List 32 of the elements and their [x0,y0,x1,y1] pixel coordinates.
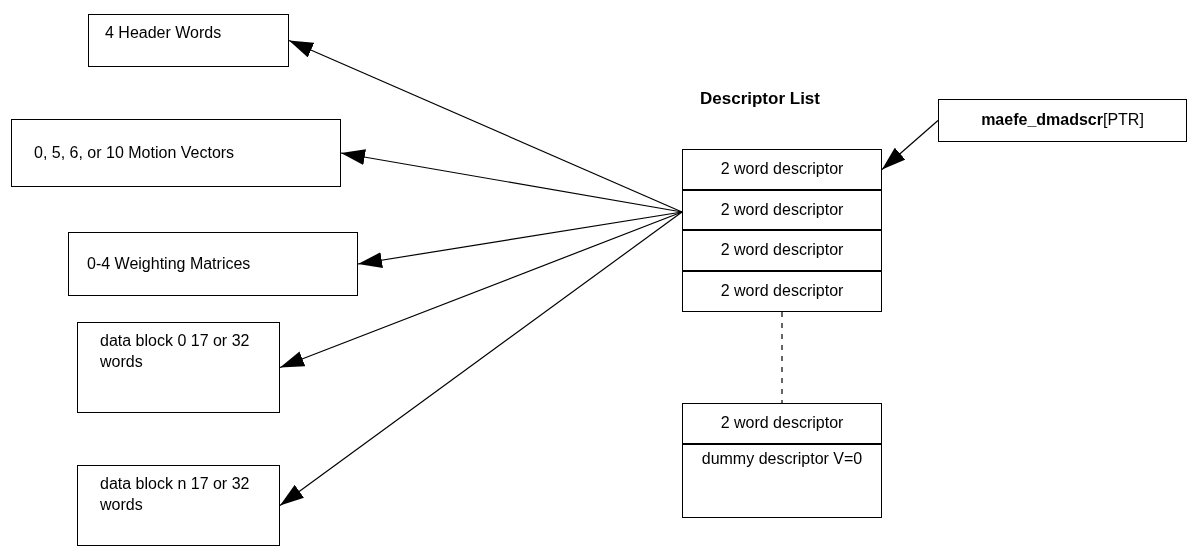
node-text: 2 word descriptor [720,413,844,434]
node-text: 0-4 Weighting Matrices [87,253,251,274]
descriptor-box [682,230,882,271]
node-text: 2 word descriptor [720,199,844,220]
descriptor-box [682,271,882,312]
descriptor-box [682,403,882,444]
arrow [279,211,683,369]
arrow [881,119,939,171]
descriptor-box [682,190,882,230]
node-text: 4 Header Words [105,24,222,41]
node-text: 0, 5, 6, or 10 Motion Vectors [34,142,235,163]
pointer-box [938,99,1187,142]
list-title: Descriptor List [700,88,820,110]
node-text: data block n 17 or 32 words [100,475,250,513]
descriptor-box [682,149,882,190]
node-text: 2 word descriptor [720,281,844,302]
node-text: data block 0 17 or 32 words [100,332,250,370]
memory-box [77,465,280,546]
node-text: 2 word descriptor [720,159,844,180]
arrow [357,211,683,269]
arrow [340,149,683,213]
node-text: 2 word descriptor [720,240,844,261]
node-text: maefe_dmadscr[PTR] [981,110,1144,131]
memory-box [11,119,341,187]
memory-box [77,322,280,413]
dashed-line [781,311,783,404]
memory-box [88,14,289,67]
arrow [279,211,683,507]
memory-box [68,232,358,296]
descriptor-box [682,444,882,518]
arrow [288,39,683,213]
node-text: dummy descriptor V=0 [701,449,863,469]
